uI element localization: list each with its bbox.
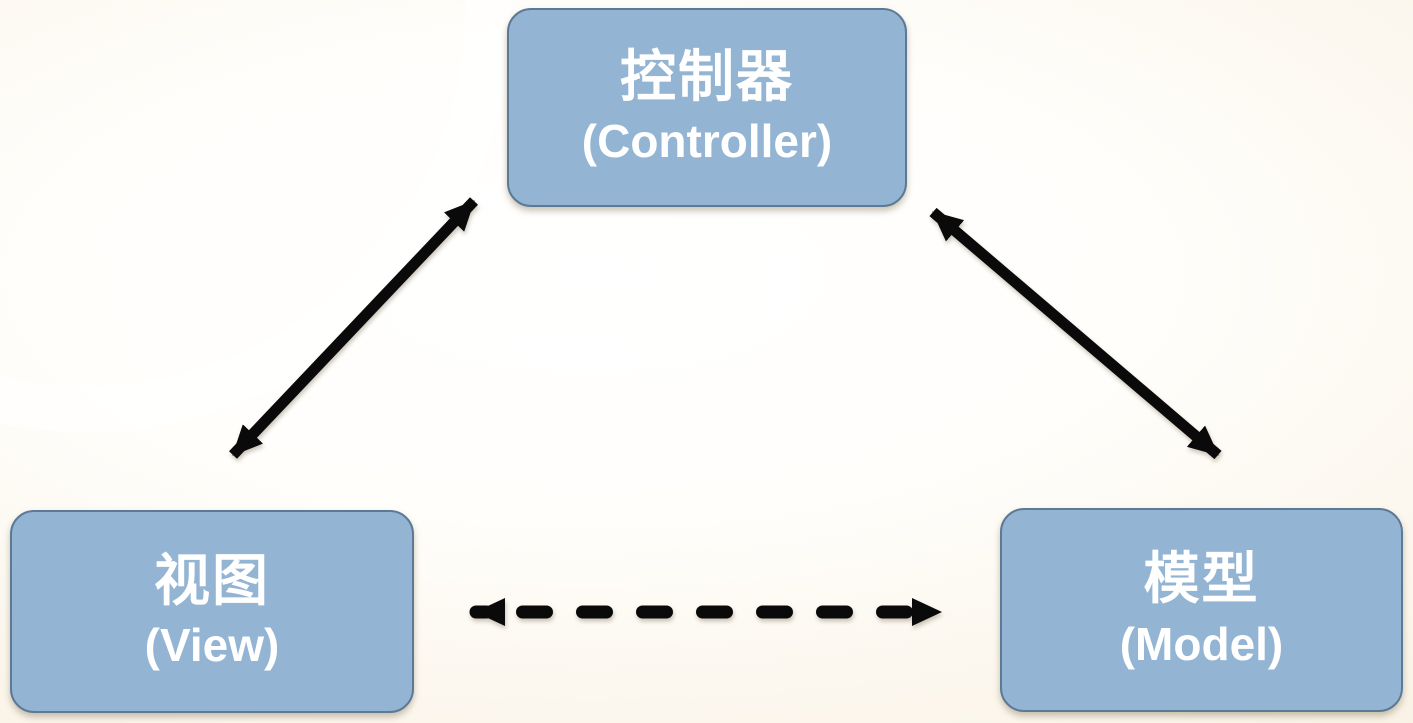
node-view: 视图 (View): [10, 510, 414, 713]
view-label-zh: 视图: [154, 548, 270, 612]
arrow-controller-model: [929, 207, 1222, 460]
node-model: 模型 (Model): [1000, 508, 1403, 712]
arrow-view-controller: [229, 197, 478, 459]
view-label-en: (View): [144, 619, 280, 672]
controller-label-en: (Controller): [581, 115, 833, 168]
controller-label-zh: 控制器: [620, 44, 794, 108]
model-label-zh: 模型: [1143, 547, 1260, 611]
model-label-en: (Model): [1119, 617, 1284, 670]
node-controller: 控制器 (Controller): [507, 8, 907, 207]
